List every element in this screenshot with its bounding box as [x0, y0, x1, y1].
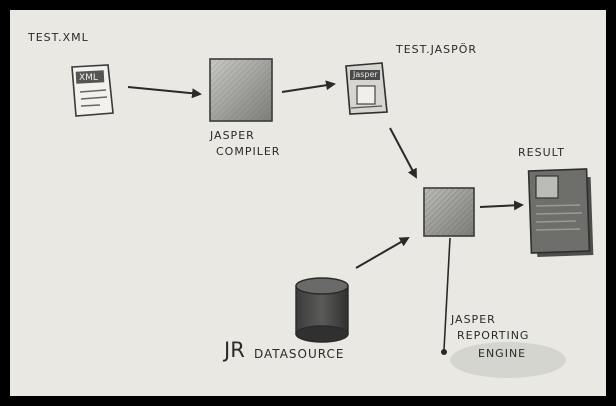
jasper-compiler-box	[209, 58, 273, 122]
arrow-jasper-to-engine	[389, 127, 417, 179]
jasper-document-icon	[345, 62, 388, 115]
engine-label-line2: REPORTING	[457, 329, 530, 342]
engine-pointer-line	[441, 237, 451, 355]
datasource-prefix-label: JR	[224, 338, 245, 362]
test-xml-label: TEST.XML	[28, 31, 89, 44]
arrow-engine-to-result	[479, 200, 524, 211]
xml-document-icon	[71, 64, 114, 117]
jasper-doc-label: Jasper	[353, 70, 378, 79]
xml-doc-label: XML	[79, 73, 98, 83]
diagram-canvas	[71, 58, 594, 378]
compiler-label-line1: JASPER	[210, 129, 255, 142]
engine-label-smudge	[450, 342, 566, 378]
datasource-cylinder-icon	[295, 277, 349, 343]
sketch-paper: TEST.XML XML Jasper TEST.JASPÖR JASPER C…	[10, 10, 606, 396]
reporting-engine-box	[423, 187, 475, 237]
engine-label-line1: JASPER	[451, 313, 496, 326]
result-label: RESULT	[518, 146, 565, 159]
arrow-compiler-to-jasper	[281, 80, 336, 93]
result-document-icon	[527, 168, 594, 257]
compiler-label-line2: COMPILER	[216, 145, 281, 158]
engine-label-line3: ENGINE	[478, 347, 527, 360]
datasource-word-label: DATASOURCE	[254, 347, 345, 361]
arrow-xml-to-compiler	[127, 86, 202, 99]
test-jasper-label: TEST.JASPÖR	[396, 43, 478, 56]
arrow-datasource-to-engine	[355, 237, 410, 269]
